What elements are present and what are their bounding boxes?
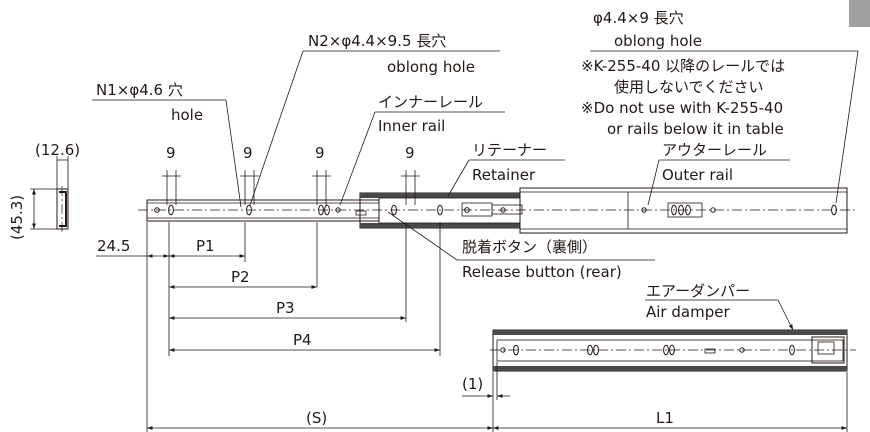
inner-rail-jp: インナーレール — [378, 93, 483, 111]
outer-rail-en: Outer rail — [662, 166, 733, 184]
dim-p3: P3 — [276, 299, 295, 317]
dim-45-3: (45.3) — [8, 195, 26, 240]
dim-p4: P4 — [293, 331, 312, 349]
release-button-en: Release button (rear) — [462, 263, 622, 281]
dim-24-5: 24.5 — [97, 237, 130, 255]
retainer-en: Retainer — [472, 166, 536, 184]
note-jp-line-2: 使用しないでください — [614, 78, 764, 96]
note-jp-line-1: ※K-255-40 以降のレールでは — [581, 57, 785, 75]
dim-l1: L1 — [656, 409, 674, 427]
pitch-dims — [162, 170, 420, 205]
length-dims — [96, 222, 848, 432]
end-view — [30, 156, 69, 232]
retainer-jp: リテーナー — [472, 141, 547, 159]
oblong-hole-en: oblong hole — [614, 32, 702, 50]
dim-9-d: 9 — [405, 144, 415, 162]
extended-rail — [138, 187, 856, 234]
inner-rail-en: Inner rail — [378, 117, 445, 135]
n2-hole-en: oblong hole — [387, 58, 475, 76]
n2-hole-jp: N2×φ4.4×9.5 長穴 — [308, 32, 446, 50]
air-damper-en: Air damper — [646, 303, 730, 321]
leader-lines — [92, 50, 859, 331]
dim-p2: P2 — [231, 268, 250, 286]
release-button-jp: 脱着ボタン（裏側） — [462, 238, 597, 256]
dim-s: (S) — [306, 409, 327, 427]
mounting-holes — [154, 204, 837, 216]
n1-hole-jp: N1×φ4.6 穴 — [96, 81, 183, 99]
dim-9-c: 9 — [315, 144, 325, 162]
outer-rail — [519, 187, 848, 234]
dim-12-6: (12.6) — [35, 141, 80, 159]
closed-rail — [490, 329, 856, 372]
dim-1: (1) — [462, 375, 483, 393]
n1-hole-en: hole — [171, 106, 203, 124]
note-en-line-1: ※Do not use with K-255-40 — [581, 99, 783, 117]
air-damper — [811, 336, 845, 364]
corner-tab — [849, 0, 870, 27]
dim-9-a: 9 — [166, 144, 176, 162]
dim-9-b: 9 — [243, 144, 253, 162]
outer-rail-jp: アウターレール — [662, 141, 767, 159]
note-en-line-2: or rails below it in table — [607, 120, 784, 138]
oblong-hole-jp: φ4.4×9 長穴 — [593, 9, 684, 27]
dim-p1: P1 — [196, 237, 215, 255]
air-damper-jp: エアーダンパー — [646, 282, 750, 300]
